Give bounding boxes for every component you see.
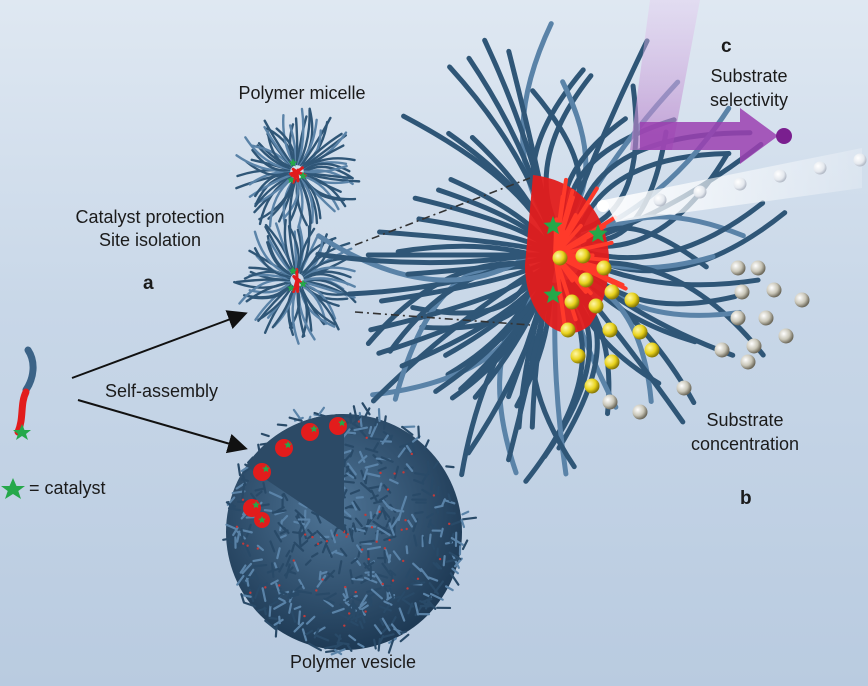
- polymer-micelle-label: Polymer micelle: [238, 83, 366, 103]
- substrate-concentration-label-line2: concentration: [690, 434, 800, 454]
- substrate-bead-icon: [632, 324, 648, 340]
- substrate-bead-icon: [575, 248, 591, 264]
- substrate-bead-icon: [604, 284, 620, 300]
- catalyst-star-icon: [258, 516, 266, 524]
- catalyst-legend-label: = catalyst: [29, 478, 106, 498]
- catalyst-star-icon: [13, 424, 31, 440]
- substrate-bead-icon: [740, 354, 756, 370]
- substrate-bead-icon: [560, 322, 576, 338]
- catalyst-star-icon: [287, 284, 295, 292]
- substrate-bead-icon: [794, 292, 810, 308]
- substrate-bead-icon: [552, 250, 568, 266]
- site-isolation-label: Site isolation: [98, 230, 202, 250]
- substrate-bead-icon: [778, 328, 794, 344]
- catalyst-star-icon: [310, 425, 318, 433]
- polymer-vesicle-sphere: [222, 402, 478, 656]
- catalyst-protection-label: Catalyst protection: [75, 207, 225, 227]
- assembly-arrow-to-micelle: [71, 310, 248, 379]
- substrate-bead-icon: [584, 378, 600, 394]
- substrate-bead-icon: [602, 322, 618, 338]
- substrate-selectivity-label-line2: selectivity: [709, 90, 789, 110]
- catalyst-star-icon: [543, 285, 563, 304]
- substrate-bead-icon: [604, 354, 620, 370]
- polymer-chain-icon: [13, 346, 37, 440]
- catalyst-star-icon: [1, 478, 25, 499]
- panel-label-b: b: [740, 488, 752, 509]
- catalyst-star-icon: [588, 224, 608, 243]
- catalyst-star-icon: [288, 266, 298, 275]
- catalyst-star-icon: [543, 216, 563, 235]
- substrate-bead-icon: [570, 348, 586, 364]
- panel-label-a: a: [143, 273, 154, 294]
- catalyst-star-icon: [262, 465, 270, 473]
- substrate-bead-icon: [730, 260, 746, 276]
- micelle-cross-section: [315, 0, 867, 484]
- catalyst-star-icon: [298, 171, 308, 180]
- selectivity-arrow-icon: [640, 108, 778, 164]
- substrate-bead-icon: [746, 338, 762, 354]
- substrate-bead-icon: [734, 284, 750, 300]
- substrate-bead-icon: [750, 260, 766, 276]
- substrate-bead-icon: [596, 260, 612, 276]
- substrate-bead-icon: [758, 310, 774, 326]
- catalyst-star-icon: [284, 441, 292, 449]
- panel-label-c: c: [721, 36, 732, 57]
- substrate-concentration-label-line1: Substrate: [706, 410, 784, 430]
- catalyst-star-icon: [287, 176, 295, 184]
- substrate-bead-icon: [602, 394, 618, 410]
- polymer-vesicle-label: Polymer vesicle: [289, 652, 417, 672]
- catalyst-star-icon: [252, 501, 260, 509]
- substrate-bead-icon: [714, 342, 730, 358]
- micelle-bottom: [233, 218, 357, 345]
- substrate-bead-icon: [644, 342, 660, 358]
- substrate-bead-icon: [588, 298, 604, 314]
- zoom-line-upper: [354, 177, 531, 246]
- assembly-arrow-to-vesicle: [77, 399, 248, 454]
- substrate-bead-icon: [730, 310, 746, 326]
- catalyst-star-icon: [288, 158, 298, 167]
- micelle-top: [235, 107, 361, 236]
- catalyst-star-icon: [298, 279, 308, 288]
- substrate-selectivity-label-line1: Substrate: [710, 66, 788, 86]
- substrate-bead-icon: [578, 272, 594, 288]
- self-assembly-label: Self-assembly: [105, 381, 219, 401]
- substrate-bead-icon: [632, 404, 648, 420]
- catalyst-star-icon: [338, 419, 346, 427]
- substrate-bead-icon: [676, 380, 692, 396]
- substrate-bead-icon: [766, 282, 782, 298]
- substrate-bead-icon: [564, 294, 580, 310]
- substrate-bead-icon: [624, 292, 640, 308]
- zoom-line-lower: [354, 311, 531, 326]
